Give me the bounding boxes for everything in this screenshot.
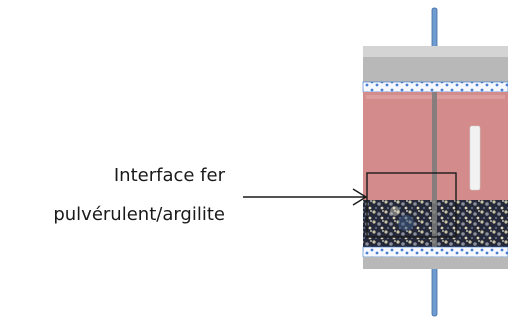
- sensor-rod: [469, 125, 481, 191]
- top-filter: [362, 81, 508, 93]
- interface-highlight-box: [366, 172, 457, 238]
- annotation-label-line2: pulvérulent/argilite: [53, 204, 225, 225]
- annotation-label-line1: Interface fer: [113, 165, 225, 186]
- bottom-filter: [362, 246, 508, 258]
- bottom-steel-cap: [363, 257, 508, 269]
- annotation-arrow: [243, 188, 368, 206]
